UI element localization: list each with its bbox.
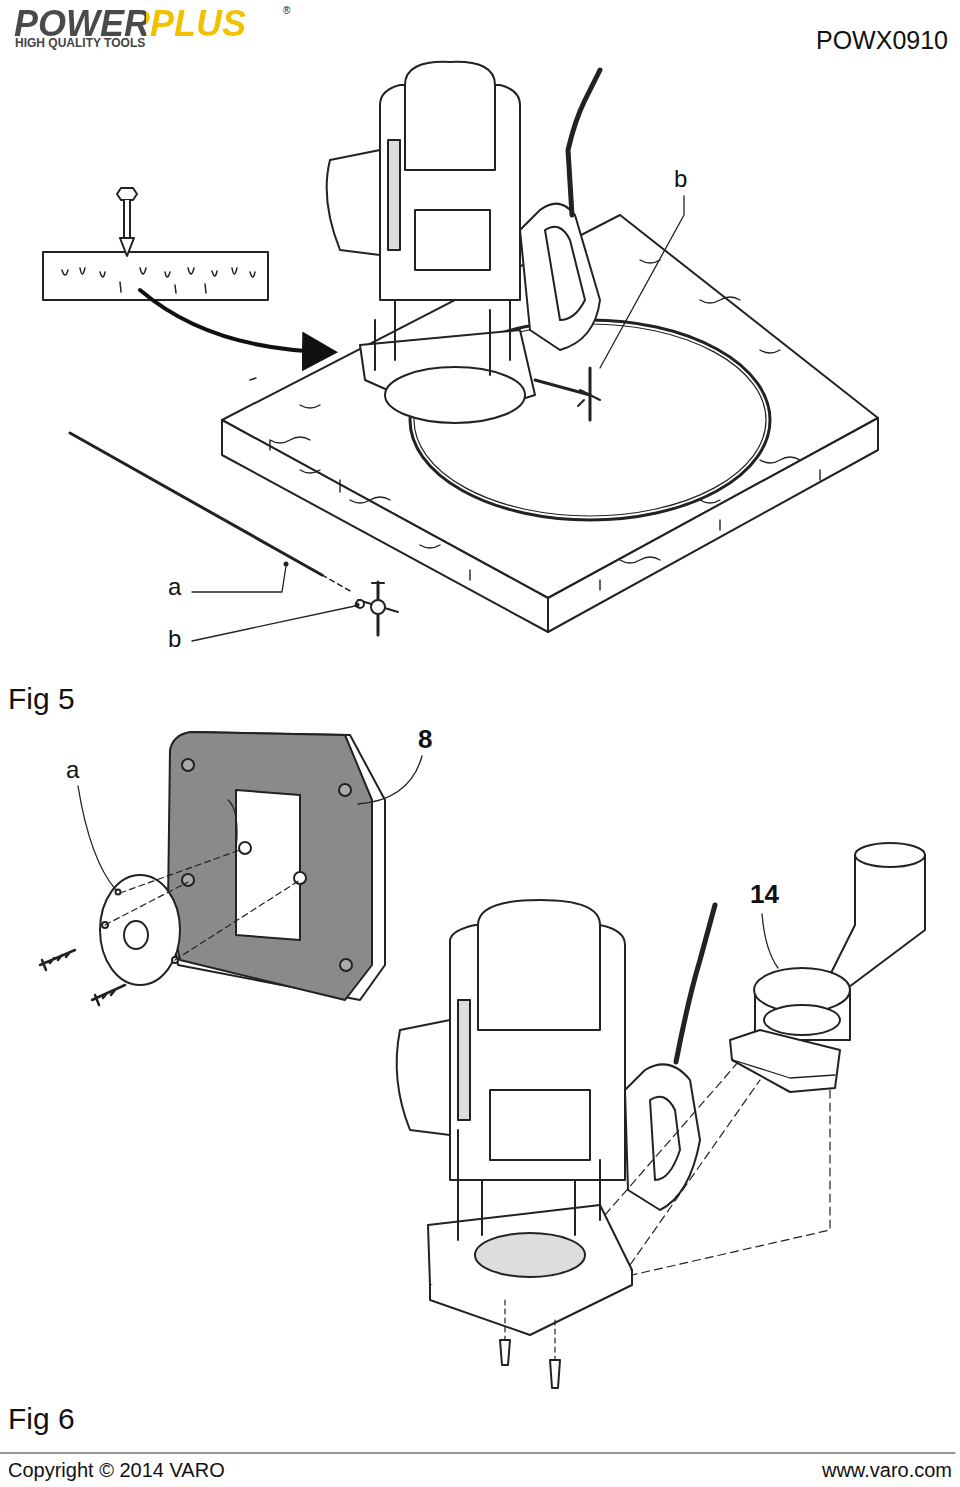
- transfer-arrow: [140, 290, 330, 352]
- leader-line: [358, 756, 422, 804]
- part-letter: b: [674, 166, 687, 192]
- callout-number: 8: [418, 725, 432, 754]
- figure-label: Fig 6: [8, 1402, 75, 1435]
- website: www.varo.com: [822, 1459, 952, 1481]
- base-plate: [168, 732, 385, 1000]
- leader-dot: [284, 562, 289, 567]
- dust-extractor: [605, 843, 925, 1275]
- leader-line: [600, 196, 684, 368]
- part-letter: a: [168, 574, 181, 600]
- brand-slogan: HIGH QUALITY TOOLS: [15, 37, 145, 50]
- leader-line: [192, 566, 286, 592]
- leader-line: [78, 786, 116, 890]
- trammel-rod: [70, 433, 398, 635]
- copyright-note: Copyright © 2014 VARO: [8, 1459, 225, 1481]
- model-number: POWX0910: [816, 27, 948, 55]
- footer-rule: [0, 1452, 955, 1453]
- part-letter: b: [168, 626, 181, 652]
- figure-label: Fig 5: [8, 682, 75, 715]
- wood-section: [43, 188, 268, 300]
- leader-line: [762, 914, 778, 968]
- guide-bush-disc: [40, 850, 300, 1005]
- callout-number: 14: [750, 880, 779, 909]
- leader-line: [192, 606, 355, 641]
- part-letter: a: [66, 757, 79, 783]
- leader-dot: [355, 603, 360, 608]
- registered-mark: ®: [283, 5, 290, 16]
- router-top: [327, 62, 600, 423]
